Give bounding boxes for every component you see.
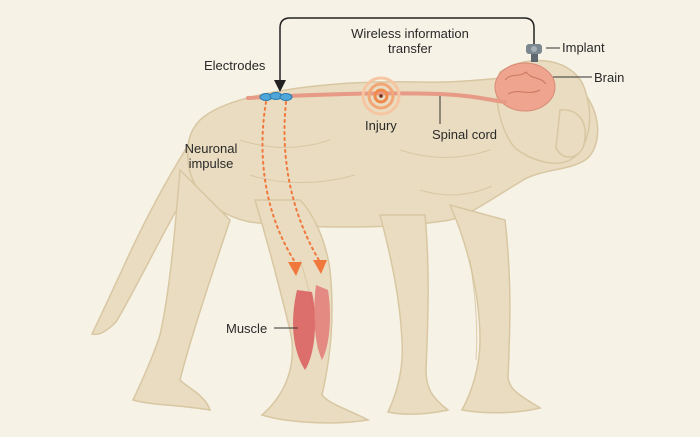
impulse-arrowhead-1 [288,262,302,276]
label-neuronal-impulse: Neuronal impulse [176,141,246,171]
label-electrodes: Electrodes [204,58,266,73]
label-brain: Brain [594,70,625,85]
label-wireless-line1: Wireless information [351,26,469,41]
neuronal-impulse-arrows [261,101,321,263]
label-wireless-transfer: Wireless information transfer [330,26,490,56]
label-spinal-cord: Spinal cord [432,127,498,142]
label-implant: Implant [562,40,605,55]
label-neuronal-line2: impulse [188,156,234,171]
brain [494,62,556,112]
label-muscle: Muscle [226,321,268,336]
brain-folds [504,71,547,95]
muscle [293,285,330,370]
wireless-transfer-line [279,17,535,82]
monkey-body [90,59,599,424]
injury-marker [361,76,401,116]
electrodes [259,92,293,101]
label-wireless-line2: transfer [387,41,433,56]
implant-device [526,44,542,62]
label-neuronal-line1: Neuronal [184,141,238,156]
wireless-arrowhead [274,80,286,92]
impulse-arrowhead-2 [313,260,327,274]
label-injury: Injury [365,118,397,133]
leader-lines [274,47,592,329]
